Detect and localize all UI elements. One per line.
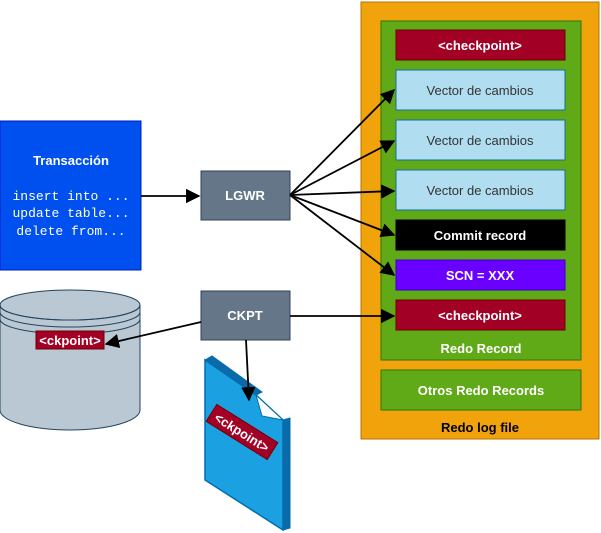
redo-record-label: Redo Record [441,341,522,356]
controlfile-document: <ckpoint> [204,355,291,532]
arrow-ckpt-to-controlfile [241,339,256,402]
arrow-lgwr-to-vector-3 [289,184,396,199]
transaction-box: Transacción insert into ... update table… [0,120,142,271]
datafile-cylinder: <ckpoint> [0,289,141,431]
connectors [104,88,396,402]
entry-checkpoint-bottom: <checkpoint> [395,299,566,331]
transaction-title: Transacción [33,153,109,168]
arrow-lgwr-to-commit [289,194,396,238]
lgwr-process: LGWR [200,170,291,221]
entry-checkpoint-top: <checkpoint> [395,29,566,61]
ckpt-label: CKPT [227,308,262,323]
entry-commit-record-label: Commit record [434,228,527,243]
transaction-line-2: update table... [12,206,129,221]
ckpt-process: CKPT [200,290,291,341]
arrow-lgwr-to-vector-1 [289,88,396,196]
entry-vector-3-label: Vector de cambios [427,183,534,198]
entry-checkpoint-top-label: <checkpoint> [438,38,522,53]
transaction-line-3: delete from... [16,224,125,239]
arrow-lgwr-to-scn [289,194,396,276]
entry-commit-record: Commit record [395,219,566,251]
entry-vector-1-label: Vector de cambios [427,83,534,98]
other-redo-records-label: Otros Redo Records [418,383,544,398]
entry-vector-3: Vector de cambios [395,169,566,211]
entry-scn: SCN = XXX [395,259,566,291]
arrow-ckpt-to-datafile [104,321,202,349]
lgwr-label: LGWR [225,188,265,203]
entry-vector-2-label: Vector de cambios [427,133,534,148]
other-redo-records: Otros Redo Records [380,369,582,411]
datafile-ckpoint-tag: <ckpoint> [39,333,101,348]
entry-scn-label: SCN = XXX [446,268,515,283]
transaction-line-1: insert into ... [12,189,129,204]
arrow-lgwr-to-vector-2 [289,140,396,196]
entry-checkpoint-bottom-label: <checkpoint> [438,308,522,323]
entry-vector-1: Vector de cambios [395,69,566,111]
redo-log-file-label: Redo log file [441,420,519,435]
entry-vector-2: Vector de cambios [395,119,566,161]
